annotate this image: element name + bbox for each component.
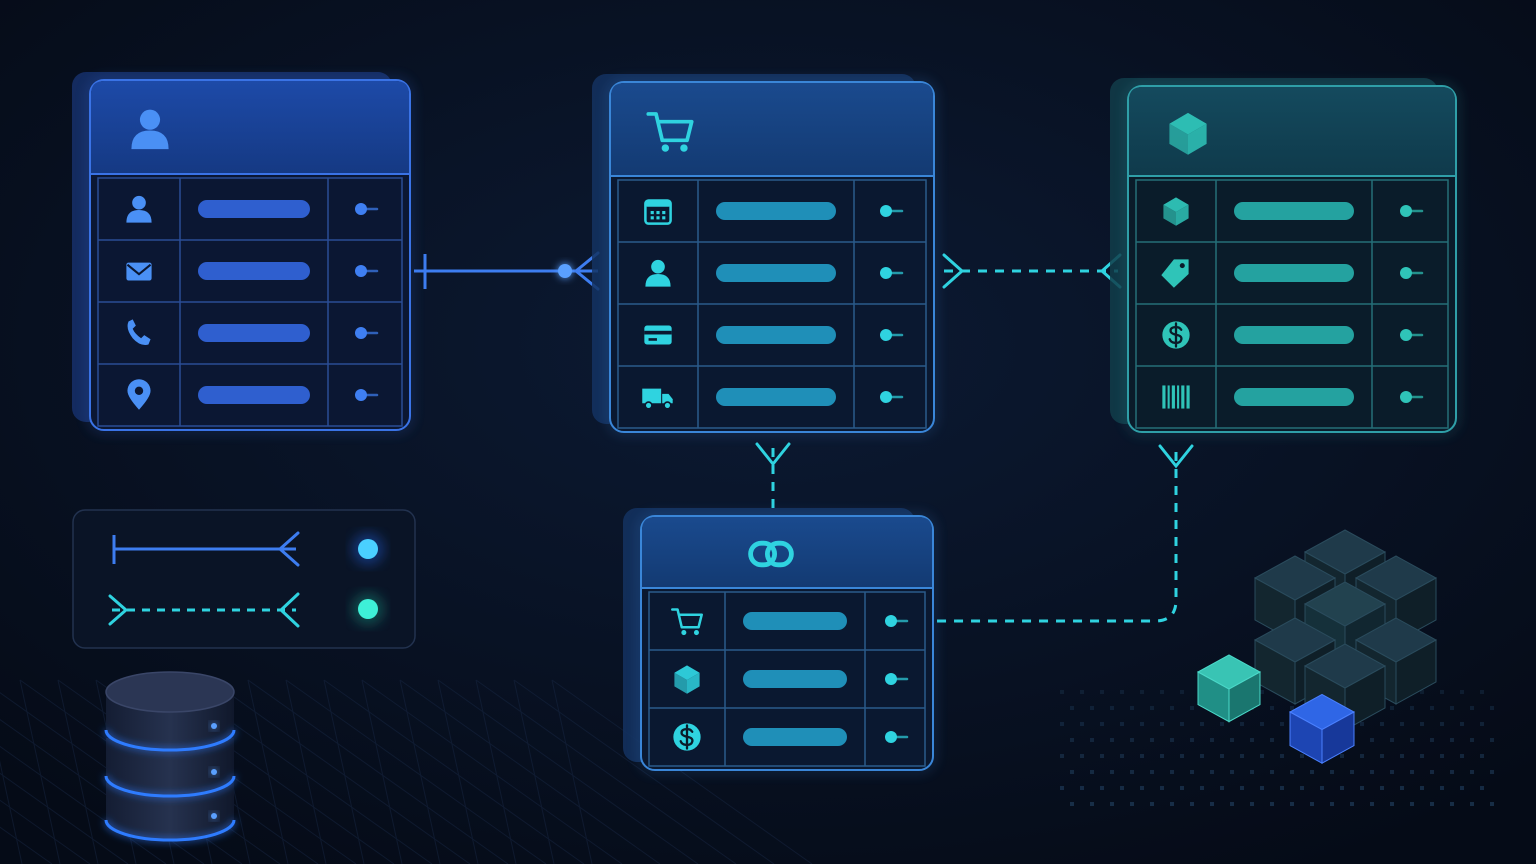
link-icon	[748, 540, 794, 568]
key-dot	[355, 265, 367, 277]
field-name-bar	[198, 262, 310, 280]
key-dot	[355, 389, 367, 401]
key-dot	[880, 329, 892, 341]
field-name-bar	[743, 728, 847, 746]
phone-icon	[127, 319, 151, 345]
table-grid	[97, 177, 403, 427]
field-name-bar	[198, 386, 310, 404]
cube	[1288, 693, 1356, 765]
tag-icon	[1161, 259, 1189, 288]
field-name-bar	[198, 324, 310, 342]
cart-icon	[671, 608, 703, 636]
key-dot	[355, 203, 367, 215]
legend-dot-green	[358, 599, 378, 619]
key-dot	[1400, 205, 1412, 217]
table-order[interactable]	[592, 74, 936, 434]
table-row[interactable]	[644, 199, 904, 225]
key-dot	[1400, 329, 1412, 341]
tables	[72, 72, 1458, 772]
field-name-bar	[1234, 326, 1354, 344]
cube	[1196, 654, 1262, 723]
table-header	[1129, 87, 1455, 176]
field-name-bar	[1234, 264, 1354, 282]
mail-icon	[126, 262, 152, 281]
table-customer[interactable]	[72, 72, 412, 432]
table-product[interactable]	[1110, 78, 1458, 434]
table-row[interactable]	[1161, 259, 1424, 288]
cube-cluster	[1196, 529, 1438, 765]
table-grid	[1135, 179, 1449, 429]
table-row[interactable]	[127, 379, 379, 410]
cart-icon	[646, 112, 694, 152]
junction-dot	[558, 264, 572, 278]
user-icon	[645, 259, 671, 287]
barcode-icon	[1162, 385, 1190, 409]
cube-icon	[674, 665, 700, 694]
relationship-order-orderitem	[755, 442, 791, 514]
table-order-item[interactable]	[623, 508, 935, 772]
key-dot	[1400, 267, 1412, 279]
field-name-bar	[716, 202, 836, 220]
table-row[interactable]	[126, 195, 379, 223]
crows-foot-marker	[755, 442, 791, 467]
table-header	[91, 81, 409, 174]
location-pin-icon	[127, 379, 151, 410]
user-icon	[131, 109, 169, 150]
relationship-product-orderitem	[936, 444, 1194, 623]
crows-foot-marker	[1158, 444, 1194, 469]
field-name-bar	[743, 612, 847, 630]
field-name-bar	[1234, 388, 1354, 406]
relationship-customer-order	[414, 251, 600, 291]
key-dot	[355, 327, 367, 339]
table-grid	[648, 591, 926, 767]
legend-panel	[72, 509, 416, 649]
table-header	[611, 83, 933, 176]
field-name-bar	[743, 670, 847, 688]
table-row[interactable]	[642, 388, 904, 410]
key-dot	[1400, 391, 1412, 403]
legend-item-solid	[112, 531, 384, 567]
key-dot	[885, 731, 897, 743]
key-dot	[885, 673, 897, 685]
legend-item-dashed	[108, 592, 384, 628]
key-dot	[885, 615, 897, 627]
table-row[interactable]	[674, 665, 909, 694]
legend-dot-blue	[358, 539, 378, 559]
table-row[interactable]	[1162, 321, 1424, 349]
table-row[interactable]	[127, 319, 379, 345]
crows-foot-marker	[573, 251, 600, 291]
dollar-icon	[673, 723, 701, 751]
field-name-bar	[198, 200, 310, 218]
table-row[interactable]	[645, 259, 904, 287]
key-dot	[880, 205, 892, 217]
table-row[interactable]	[671, 608, 909, 636]
table-header	[642, 517, 932, 588]
table-row[interactable]	[644, 325, 904, 345]
field-name-bar	[716, 388, 836, 406]
legend	[72, 509, 416, 649]
table-row[interactable]	[126, 262, 379, 281]
table-row[interactable]	[673, 723, 909, 751]
key-dot	[880, 267, 892, 279]
crows-foot-marker	[942, 253, 965, 289]
credit-card-icon	[644, 325, 672, 345]
truck-icon	[642, 388, 673, 410]
field-name-bar	[716, 326, 836, 344]
database-icon	[104, 671, 236, 842]
field-name-bar	[1234, 202, 1354, 220]
table-grid	[617, 179, 927, 429]
table-row[interactable]	[1162, 385, 1424, 409]
dollar-icon	[1162, 321, 1190, 349]
calendar-icon	[644, 199, 672, 225]
field-name-bar	[716, 264, 836, 282]
key-dot	[880, 391, 892, 403]
user-icon	[126, 195, 152, 223]
